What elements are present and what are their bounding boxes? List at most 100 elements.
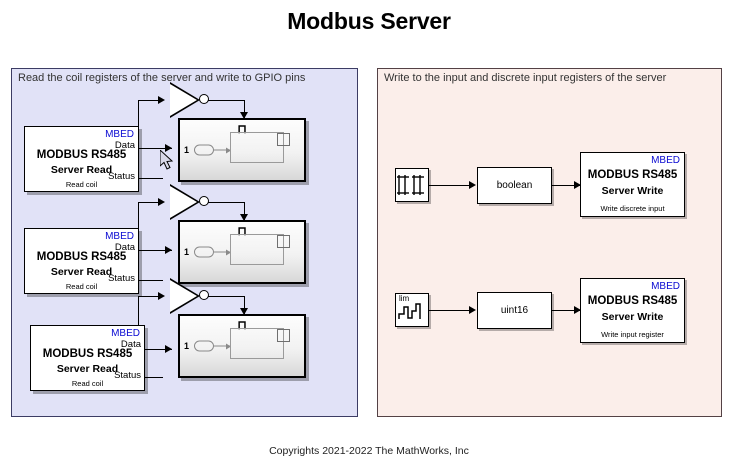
logical-not-block-3[interactable] [170,278,210,314]
pulse-generator-block[interactable] [395,168,429,202]
wire-arrow-write-in-1 [574,180,581,189]
copyright-footer: Copyrights 2021-2022 The MathWorks, Inc [269,445,469,457]
port-label-status: Status [108,273,135,284]
modbus-server-read-block-3[interactable]: MBED MODBUS RS485 Server Read Read coil … [30,325,145,391]
pulse-generator-icon [397,175,424,195]
wire-arrow-uint16-in [469,305,476,314]
write-block-caption: Write input register [601,330,664,339]
write-block-title: MODBUS RS485 [587,295,678,307]
not-gate-bubble-icon [199,94,209,104]
read-block-subtitle: Server Read [56,363,119,375]
logical-not-block-1[interactable] [170,82,210,118]
wire-boolean-to-write [552,185,580,186]
subsystem-internal-arrow-icon [214,343,231,349]
not-gate-bubble-icon [199,290,209,300]
convert-label: uint16 [500,305,529,316]
wire-data-1 [139,148,172,149]
read-block-title: MODBUS RS485 [36,251,127,263]
wire-arrow-boolean-in [469,180,476,189]
wire-arrow-not-3 [158,291,165,300]
read-block-subtitle: Server Read [50,266,113,278]
subsystem-internal-arrow-icon [214,249,231,255]
mbed-badge: MBED [111,328,140,339]
port-label-data: Data [120,339,141,350]
wire-arrow-data-3 [165,344,172,353]
wire-trigger-2 [244,202,245,220]
wire-status-2a [139,280,163,281]
subsystem-inport-icon [194,340,214,352]
mbed-badge: MBED [651,281,680,292]
wire-trigger-1 [244,100,245,118]
wire-status-2c [138,202,163,203]
read-block-title: MODBUS RS485 [42,348,133,360]
data-type-conversion-uint16-block[interactable]: uint16 [477,292,552,329]
convert-label: boolean [496,180,533,191]
read-block-caption: Read coil [71,379,104,388]
port-label-data: Data [114,140,135,151]
mbed-badge: MBED [105,129,134,140]
repeating-sequence-stair-icon [398,303,421,319]
subsystem-internal-arrow-icon [214,147,231,153]
subsystem-inner-block-icon [230,234,284,265]
not-gate-bubble-icon [199,196,209,206]
trigger-port-icon: ⊓ [237,318,247,332]
wire-arrow-trigger-2 [239,214,248,221]
trigger-port-icon: ⊓ [237,122,247,136]
wire-arrow-write-in-2 [574,305,581,314]
gpio-write-subsystem-3[interactable]: ⊓ 1 [178,314,306,378]
wire-status-1c [138,100,163,101]
write-block-subtitle: Server Write [601,185,664,197]
modbus-server-read-block-1[interactable]: MBED MODBUS RS485 Server Read Read coil … [24,126,139,192]
subsystem-inport-number: 1 [184,247,190,257]
subsystem-inport-icon [194,246,214,258]
subsystem-output-square-icon [277,329,290,343]
wire-data-2 [139,250,172,251]
write-block-title: MODBUS RS485 [587,169,678,181]
gpio-write-subsystem-2[interactable]: ⊓ 1 [178,220,306,284]
port-label-data: Data [114,242,135,253]
mbed-badge: MBED [651,155,680,166]
read-block-caption: Read coil [65,282,98,291]
mbed-badge: MBED [105,231,134,242]
mouse-cursor-icon [160,150,174,170]
wire-not-3-out [204,296,245,297]
subsystem-output-square-icon [277,235,290,249]
write-block-subtitle: Server Write [601,311,664,323]
wire-arrow-trigger-3 [239,308,248,315]
subsystem-inner-block-icon [230,328,284,359]
wire-pulse-to-boolean [429,185,474,186]
annotation-panel-write-label: Write to the input and discrete input re… [384,72,667,84]
annotation-panel-read-label: Read the coil registers of the server an… [18,72,306,84]
wire-arrow-trigger-1 [239,112,248,119]
page-title: Modbus Server [287,8,451,34]
modbus-server-read-block-2[interactable]: MBED MODBUS RS485 Server Read Read coil … [24,228,139,294]
port-label-status: Status [114,370,141,381]
wire-data-3 [145,349,172,350]
subsystem-inport-number: 1 [184,341,190,351]
write-block-caption: Write discrete input [600,204,665,213]
modbus-server-write-block-2[interactable]: MBED MODBUS RS485 Server Write Write inp… [580,278,685,343]
repeating-sequence-lim-label: lim [399,294,410,303]
subsystem-inner-block-icon [230,132,284,163]
port-label-status: Status [108,171,135,182]
wire-status-1a [139,178,163,179]
read-block-subtitle: Server Read [50,164,113,176]
not-gate-triangle-fill [170,84,197,116]
read-block-caption: Read coil [65,180,98,189]
wire-arrow-data-1 [165,143,172,152]
gpio-write-subsystem-1[interactable]: ⊓ 1 [178,118,306,182]
modbus-server-write-block-1[interactable]: MBED MODBUS RS485 Server Write Write dis… [580,152,685,217]
wire-trigger-3 [244,296,245,314]
repeating-sequence-stair-block[interactable]: lim [395,293,429,327]
data-type-conversion-boolean-block[interactable]: boolean [477,167,552,204]
wire-status-3c [138,296,163,297]
trigger-port-icon: ⊓ [237,224,247,238]
logical-not-block-2[interactable] [170,184,210,220]
wire-uint16-to-write [552,310,580,311]
subsystem-output-square-icon [277,133,290,147]
not-gate-triangle-fill [170,186,197,218]
annotation-panel-write[interactable]: Write to the input and discrete input re… [377,68,722,417]
subsystem-inport-icon [194,144,214,156]
wire-not-2-out [204,202,245,203]
